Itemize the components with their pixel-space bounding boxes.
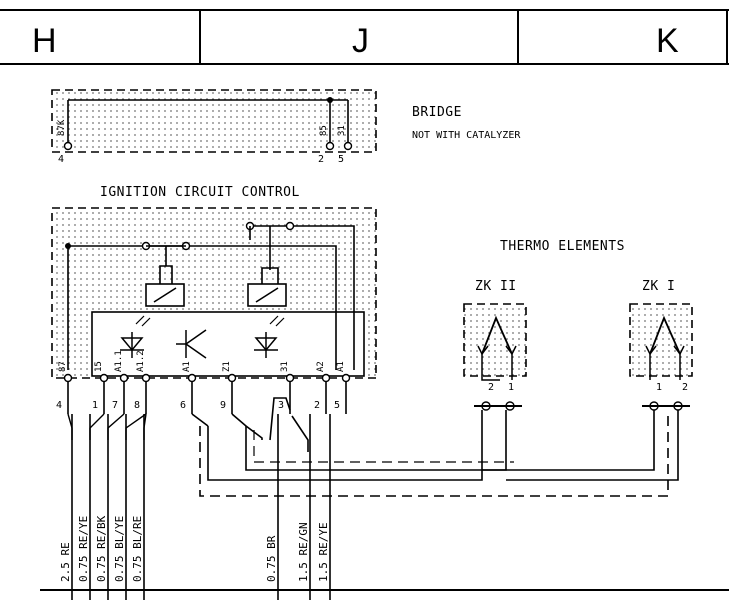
diode-symbol (120, 315, 151, 358)
connector-pin-terminal: A1.2 (136, 350, 146, 372)
ignition-control-title: IGNITION CIRCUIT CONTROL (100, 185, 300, 200)
connector-pin (187, 373, 197, 383)
harness-feed (67, 413, 73, 440)
connector-pin-terminal: A1 (336, 361, 346, 372)
column-header: H J K (0, 9, 729, 65)
connector-pin-number: 8 (134, 400, 140, 411)
harness-feed (125, 413, 147, 440)
connector-pin (321, 373, 331, 383)
connector-pin-terminal: 31 (280, 361, 290, 372)
connector-pin-terminal: A2 (316, 361, 326, 372)
connector-pin (285, 373, 295, 383)
thermo-pin-label: 1 (508, 382, 514, 393)
harness-wire-label: 0.75 RE/YE (77, 516, 90, 582)
harness-wire-label: 0.75 RE/BK (95, 515, 108, 582)
bridge-terminal-label: 31 (337, 125, 347, 136)
bridge-pin-label: 2 (318, 154, 324, 165)
thermo-pin-label: 2 (682, 382, 688, 393)
connector-pin-number: 1 (92, 400, 98, 411)
bridge-block: 4 2 5 87K 85 31 BRIDGE NOT WITH CATALYZE… (51, 89, 521, 165)
connector-pin-terminal: A1.1 (114, 350, 124, 372)
bridge-note: NOT WITH CATALYZER (412, 130, 521, 141)
thermo-element-zk2: ZK II 2 1 (463, 279, 527, 411)
harness-wire-label: 1.5 RE/YE (317, 522, 330, 582)
connector-pin (341, 373, 351, 383)
connector-pin-terminal: Z1 (222, 361, 232, 372)
connector-pin-number: 4 (56, 400, 62, 411)
bridge-pin-label: 5 (338, 154, 344, 165)
bridge-pin-4 (63, 141, 73, 151)
harness-wire-label: 2.5 RE (59, 542, 72, 582)
thermo-title: THERMO ELEMENTS (500, 239, 625, 254)
connector-pin (119, 373, 129, 383)
bridge-pin-label: 4 (58, 154, 64, 165)
external-wiring (191, 397, 679, 497)
harness-wire-label: 0.75 BR (265, 535, 278, 582)
harness-wire-label: 0.75 BL/YE (113, 516, 126, 582)
bridge-terminal-label: 87K (57, 119, 67, 136)
diode-symbol (254, 315, 285, 358)
ignition-control-block: IGNITION CIRCUIT CONTROL (51, 185, 377, 414)
bridge-title: BRIDGE (412, 105, 462, 120)
connector-pin-number: 7 (112, 400, 118, 411)
connector-pin (141, 373, 151, 383)
transistor-symbol (176, 329, 207, 359)
connector-pin-terminal: 87 (58, 361, 68, 372)
connector-pin (227, 373, 237, 383)
harness-feed (143, 413, 147, 440)
harness-wire-label: 0.75 BL/RE (131, 516, 144, 582)
connector-pin-terminal: A1 (182, 361, 192, 372)
thermo-elements: THERMO ELEMENTS ZK II 2 1 ZK I 1 (463, 239, 693, 411)
connector-pin-number: 2 (314, 400, 320, 411)
harness-feed (89, 413, 105, 440)
thermo-pin-label: 1 (656, 382, 662, 393)
wire-harness: 2.5 RE 0.75 RE/YE 0.75 RE/BK 0.75 BL/YE 0.75… (59, 413, 331, 600)
connector-pin-terminal: 15 (94, 361, 104, 372)
connector-pin-number: 3 (278, 400, 284, 411)
connector-pin-number: 6 (180, 400, 186, 411)
connector-pin (63, 373, 73, 383)
connector-pin (99, 373, 109, 383)
harness-feed (107, 413, 125, 440)
harness-wire-label: 1.5 RE/GN (297, 522, 310, 582)
thermo-element-name: ZK II (475, 279, 517, 294)
thermo-element-name: ZK I (642, 279, 675, 294)
bridge-terminal-label: 85 (319, 125, 329, 136)
connector-pin-number: 5 (334, 400, 340, 411)
column-letter-k: K (656, 22, 679, 60)
thermo-pin-label: 2 (488, 382, 494, 393)
column-letter-h: H (32, 22, 57, 60)
connector-pin-number: 9 (220, 400, 226, 411)
ignition-control-pins: 87 4 15 1 A1.1 7 A1.2 8 A1 6 Z1 9 31 3 A2 2 A1 5 (56, 350, 351, 414)
column-letter-j: J (352, 22, 369, 60)
bridge-pin-2 (325, 141, 335, 151)
thermo-element-zk1: ZK I 1 2 (629, 279, 693, 411)
bridge-pin-5 (343, 141, 353, 151)
